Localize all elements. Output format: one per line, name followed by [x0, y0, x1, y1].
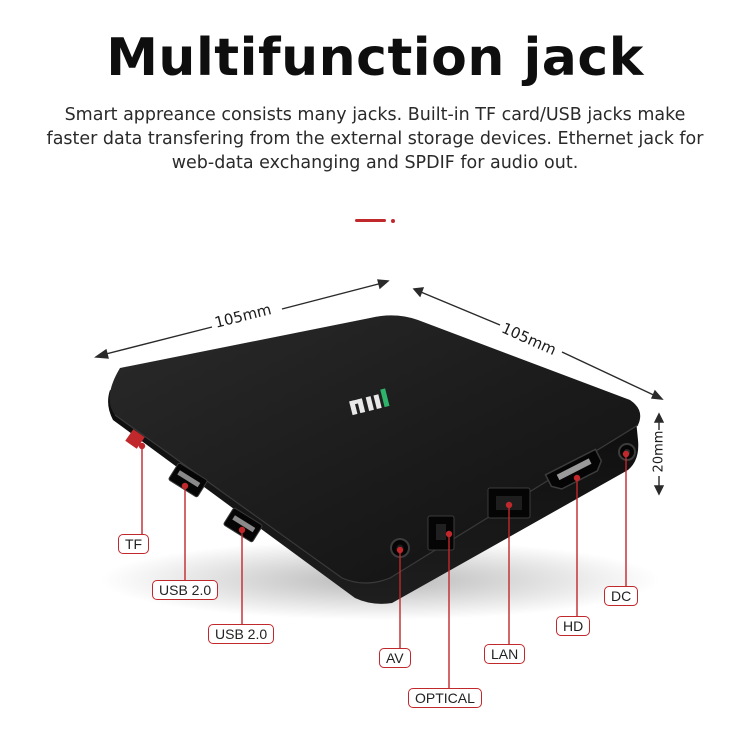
hdmi-port-icon — [544, 448, 603, 490]
dimension-line-height — [653, 412, 665, 496]
page-title: Multifunction jack — [106, 28, 644, 88]
port-label-tf: TF — [118, 534, 150, 554]
dimension-line-width — [94, 279, 390, 359]
port-label-av: AV — [379, 648, 411, 668]
port-label-hd: HD — [556, 616, 591, 636]
port-label-usb-1: USB 2.0 — [152, 580, 219, 600]
optical-port-icon — [427, 515, 455, 551]
port-label-lan: LAN — [484, 644, 526, 664]
device-top — [109, 315, 641, 583]
page-description: Smart appreance consists many jacks. Bui… — [46, 105, 704, 173]
usb-port-2-icon — [223, 507, 263, 543]
usb-port-1-icon — [168, 462, 208, 498]
callout-leaders — [138, 442, 630, 690]
logo-icon — [349, 388, 390, 416]
port-label-dc: DC — [604, 586, 639, 606]
divider-line — [355, 219, 386, 222]
port-label-usb-2: USB 2.0 — [208, 624, 275, 644]
port-label-optical: OPTICAL — [408, 688, 482, 708]
dimension-line-depth — [412, 287, 664, 400]
device-side — [108, 390, 639, 604]
device-top-edge — [114, 414, 639, 584]
dimension-height-label: 20mm — [651, 430, 667, 473]
divider-dot — [391, 219, 395, 223]
